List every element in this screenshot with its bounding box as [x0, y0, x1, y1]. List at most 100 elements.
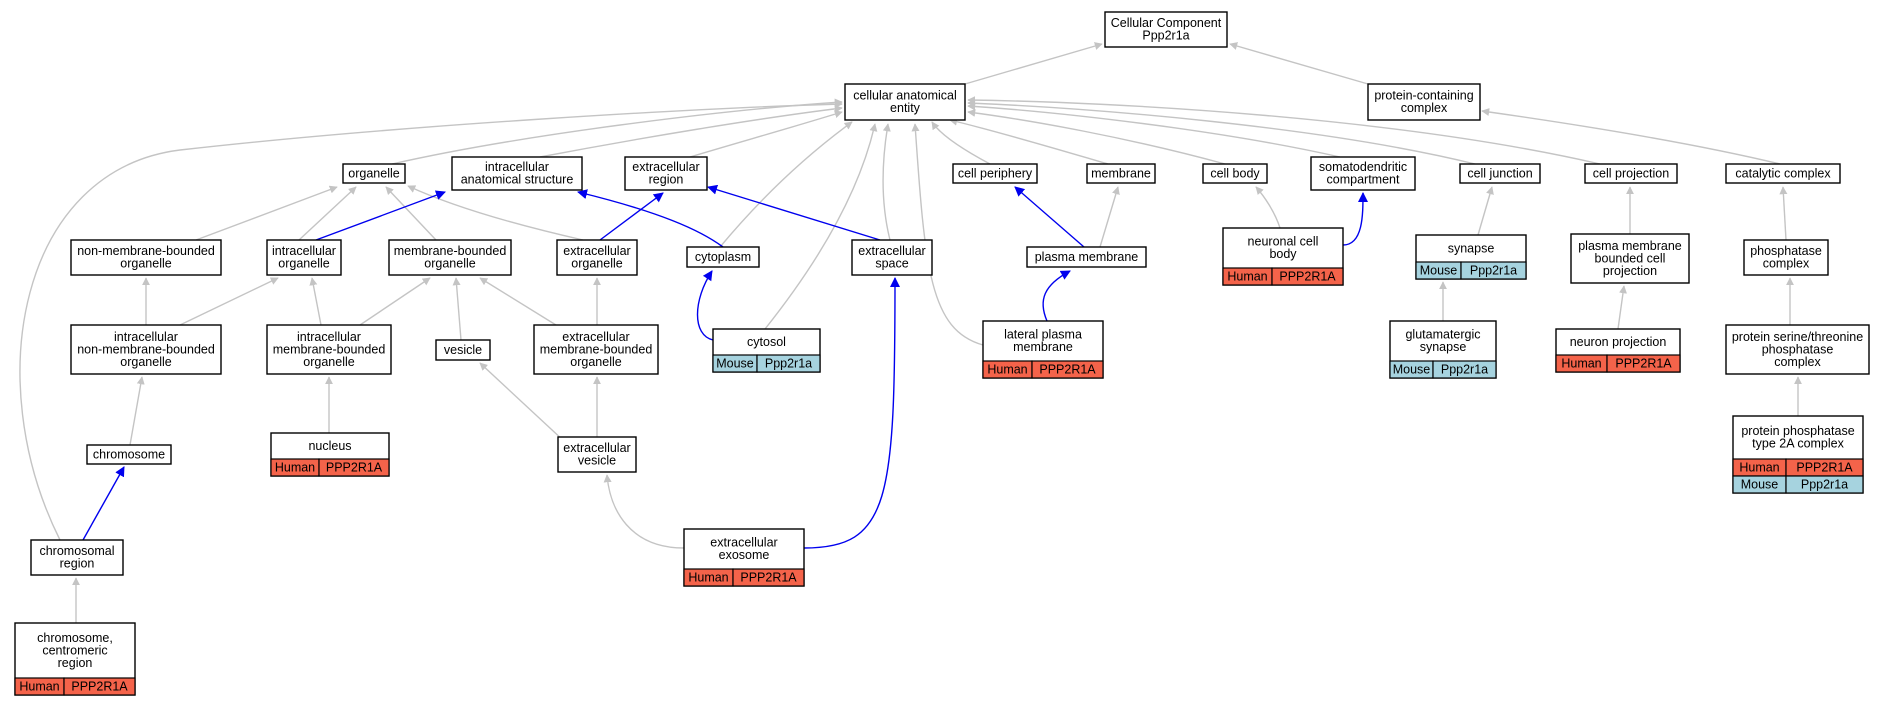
node-box: [1743, 239, 1829, 276]
node-label-line: extracellular: [562, 330, 629, 344]
node-box: [1459, 163, 1541, 184]
node-label-line: complex: [1763, 257, 1810, 271]
node-organelle[interactable]: organelle: [342, 163, 406, 184]
node-membrane[interactable]: membrane: [1086, 163, 1156, 184]
gene-cell: [1785, 475, 1864, 494]
node-label-line: somatodendritic: [1319, 160, 1407, 174]
edge-pcc-to-cc_root: [1229, 42, 1369, 85]
node-inmbo[interactable]: intracellularnon-membrane-boundedorganel…: [70, 324, 222, 375]
edge-cytoplasm-to-ias: [577, 189, 724, 248]
node-label-line: plasma membrane: [1035, 250, 1139, 264]
node-label-line: nucleus: [308, 439, 351, 453]
node-catcomp[interactable]: catalytic complex: [1725, 163, 1841, 184]
node-label-line: membrane-bounded: [273, 342, 386, 356]
node-label-line: exosome: [719, 548, 770, 562]
node-label-line: cell body: [1210, 166, 1260, 180]
gene-cell: [318, 458, 390, 477]
edge-lpm-to-cae: [911, 123, 984, 346]
node-chromosome[interactable]: chromosome: [86, 444, 172, 465]
node-label-line: neuronal cell: [1248, 235, 1319, 249]
species-label: Human: [275, 461, 315, 475]
node-box: [851, 239, 933, 276]
gene-cell: [756, 354, 821, 373]
edge-nmbo-to-organelle: [195, 185, 338, 241]
node-label-line: extracellular: [563, 441, 630, 455]
edge-io-to-ias: [315, 190, 446, 241]
node-box: [342, 163, 406, 184]
node-cytoplasm[interactable]: cytoplasm: [686, 246, 760, 268]
node-label-line: non-membrane-bounded: [77, 342, 215, 356]
node-box: [435, 339, 491, 361]
node-label-line: body: [1269, 247, 1297, 261]
node-label-line: complex: [1774, 355, 1821, 369]
node-box: [1725, 163, 1841, 184]
node-box: [1367, 83, 1481, 121]
edge-plasmem-to-cellper: [1014, 186, 1085, 248]
node-label-line: glutamatergic: [1405, 328, 1480, 342]
node-cellbody[interactable]: cell body: [1202, 163, 1268, 184]
node-box: [1584, 163, 1678, 184]
node-label-line: intracellular: [272, 244, 336, 258]
node-plasmem[interactable]: plasma membrane: [1026, 246, 1147, 268]
node-label-line: extracellular: [710, 536, 777, 550]
node-cellper[interactable]: cell periphery: [952, 163, 1038, 184]
node-label-line: intracellular: [297, 330, 361, 344]
edge-cytosol-to-cytoplasm: [696, 270, 714, 341]
edge-imbo-to-mbo: [359, 277, 431, 326]
edge-membrane-to-cae: [949, 117, 1109, 165]
gene-symbol: PPP2R1A: [71, 680, 128, 694]
edge-chromosome-to-inmbo: [129, 376, 145, 446]
gene-symbol: PPP2R1A: [1796, 461, 1853, 475]
node-label-line: organelle: [303, 355, 354, 369]
species-label: Human: [987, 363, 1027, 377]
node-cellproj[interactable]: cell projection: [1584, 163, 1678, 184]
node-box: [686, 246, 760, 268]
node-label-line: chromosomal: [39, 544, 114, 558]
node-pstpc[interactable]: protein serine/threoninephosphatasecompl…: [1725, 324, 1870, 375]
node-box: [556, 239, 638, 276]
node-label-line: cell periphery: [958, 166, 1033, 180]
gene-symbol: PPP2R1A: [1279, 270, 1336, 284]
node-celljunc[interactable]: cell junction: [1459, 163, 1541, 184]
edge-extspace-to-extreg: [707, 184, 881, 241]
node-label-line: region: [58, 656, 93, 670]
node-label-line: phosphatase: [1750, 244, 1822, 258]
edge-chromreg-to-cae: [19, 100, 843, 541]
node-label-line: catalytic complex: [1735, 166, 1831, 180]
node-label-line: membrane-bounded: [540, 342, 653, 356]
node-label-line: phosphatase: [1762, 342, 1834, 356]
node-label-line: organelle: [120, 257, 171, 271]
node-vesicle[interactable]: vesicle: [435, 339, 491, 361]
node-box: [1310, 156, 1416, 191]
gene-cell: [1606, 354, 1681, 373]
node-box: [70, 324, 222, 375]
